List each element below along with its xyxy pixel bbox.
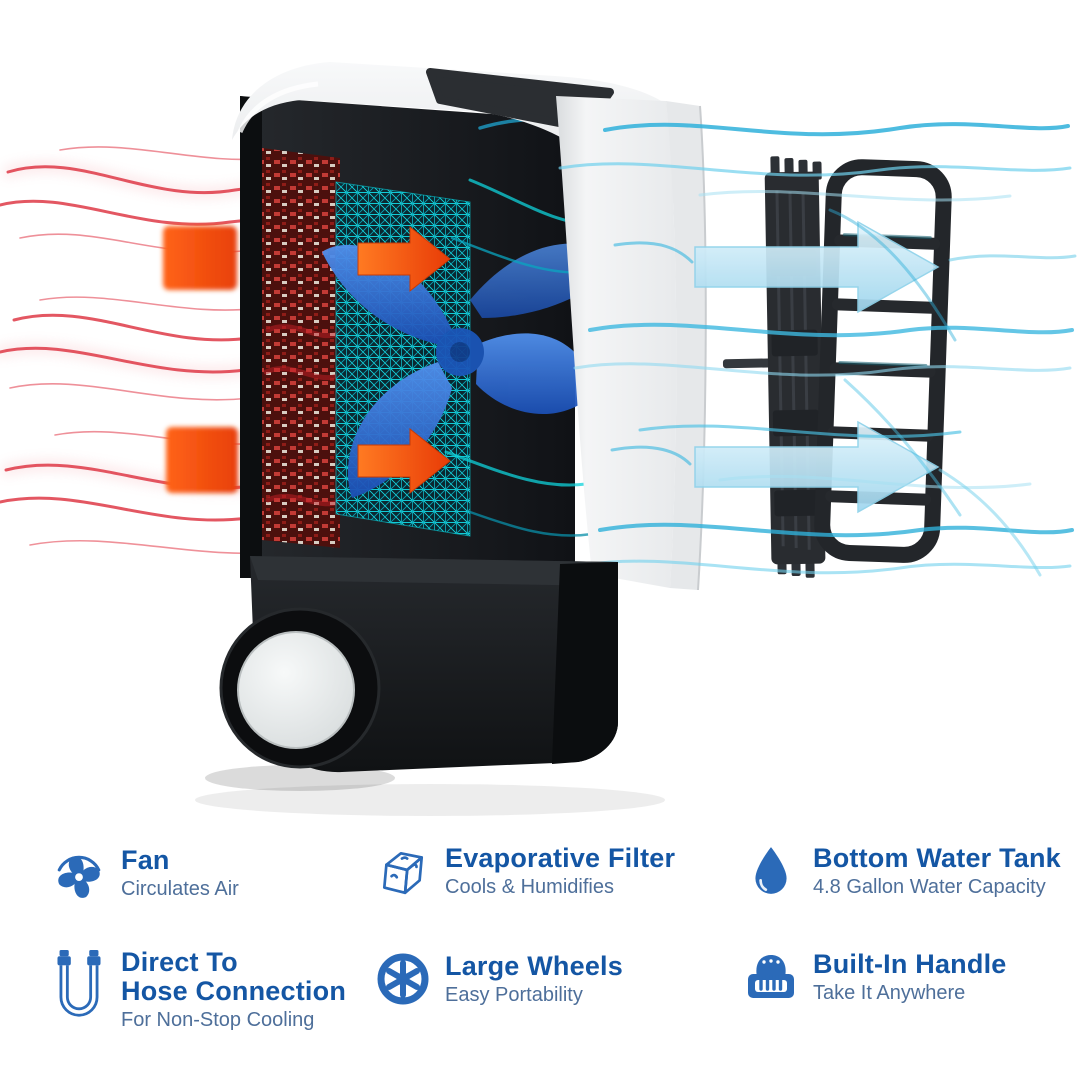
- louver-panel: [722, 156, 826, 578]
- feature-subtitle: 4.8 Gallon Water Capacity: [813, 875, 1046, 898]
- feature-callouts: Fan Circulates Air: [0, 830, 1080, 1079]
- wheel: [219, 607, 381, 769]
- feature-bottom-water-tank: Bottom Water Tank 4.8 Gallon Water Capac…: [742, 844, 1061, 899]
- cool-air-arrows: [694, 220, 940, 514]
- fan-icon: [50, 846, 108, 900]
- feature-title: Built-In Handle: [813, 949, 1007, 979]
- hot-air-arrows: [357, 225, 451, 495]
- housing-side-panel: [556, 96, 707, 591]
- feature-title: Evaporative Filter: [445, 843, 676, 873]
- feature-subtitle: Circulates Air: [121, 877, 239, 900]
- hot-air-inlet-blocks: [163, 226, 238, 493]
- feature-title: Large Wheels: [445, 951, 623, 981]
- feature-title: Bottom Water Tank: [813, 843, 1061, 873]
- wheel-icon: [374, 952, 432, 1006]
- feature-fan: Fan Circulates Air: [50, 846, 239, 901]
- cool-air-streams: [558, 122, 1077, 577]
- water-drop-icon: [742, 844, 800, 898]
- ice-cube-icon: [374, 844, 432, 898]
- feature-subtitle: For Non-Stop Cooling: [121, 1008, 315, 1031]
- hose-icon: [50, 948, 108, 1032]
- feature-built-in-handle: Built-In Handle Take It Anywhere: [742, 950, 1007, 1005]
- ground-shadow: [195, 765, 665, 816]
- feature-subtitle: Easy Portability: [445, 983, 583, 1006]
- cabinet-mesh: [262, 148, 340, 548]
- feature-title: Fan: [121, 845, 170, 875]
- feature-large-wheels: Large Wheels Easy Portability: [374, 952, 623, 1007]
- feature-evaporative-filter: Evaporative Filter Cools & Humidifies: [374, 844, 675, 899]
- feature-subtitle: Cools & Humidifies: [445, 875, 614, 898]
- cooler-exploded-view-illustration: [0, 62, 1077, 816]
- cooler-cabinet: [240, 96, 575, 578]
- feature-subtitle: Take It Anywhere: [813, 981, 966, 1004]
- handle-icon: [742, 950, 800, 1004]
